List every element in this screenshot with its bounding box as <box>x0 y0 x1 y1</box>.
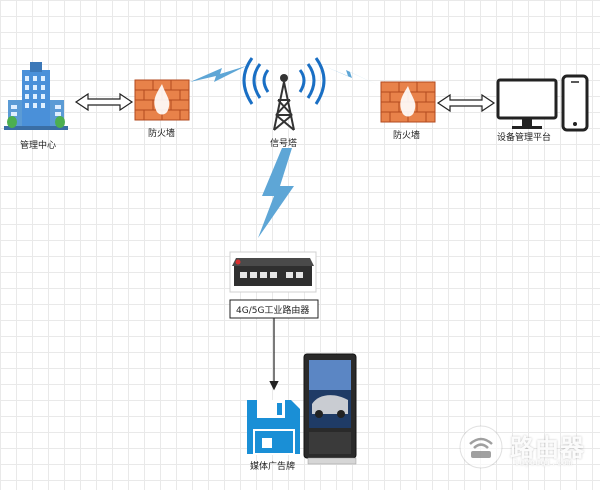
device-platform-label: 设备管理平台 <box>497 131 551 143</box>
wireless-link-left <box>190 66 246 82</box>
wireless-link-down <box>258 148 294 238</box>
watermark-brand: 路由器 <box>510 434 585 462</box>
firewall-left-label: 防火墙 <box>148 127 175 139</box>
digital-signage-icon <box>303 353 357 465</box>
wireless-link-right <box>324 66 380 86</box>
firewall-icon <box>380 81 436 123</box>
signal-tower-label: 信号塔 <box>270 137 297 149</box>
management-center-label: 管理中心 <box>20 139 56 151</box>
signal-tower-icon <box>242 57 326 131</box>
firewall-icon <box>134 79 190 121</box>
watermark-domain: luyouqi.com <box>514 458 573 467</box>
monitor-icon <box>496 78 558 129</box>
bidirectional-arrow-left <box>74 92 134 112</box>
firewall-right-label: 防火墙 <box>393 129 420 141</box>
smartphone-icon <box>561 74 589 132</box>
router-logo-icon <box>459 425 503 469</box>
media-ad-label: 媒体广告牌 <box>250 460 295 472</box>
industrial-router-icon <box>229 251 317 293</box>
office-building-icon <box>4 62 68 130</box>
floppy-disk-icon <box>247 400 300 455</box>
router-label: 4G/5G工业路由器 <box>236 304 309 316</box>
bidirectional-arrow-right <box>436 93 496 113</box>
